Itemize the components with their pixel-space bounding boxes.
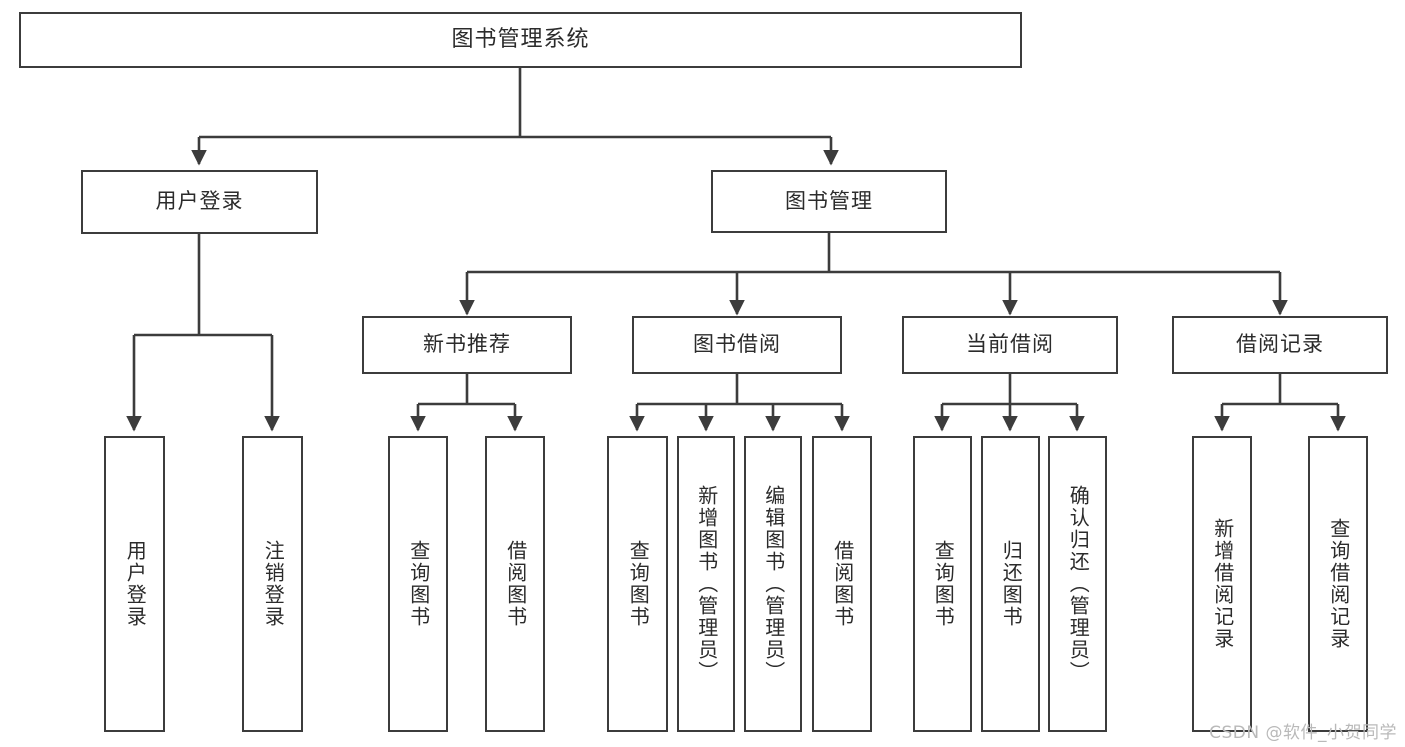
node-label: 新增图书（管理员） [694, 485, 719, 683]
leaf-borrow-record-add[interactable]: 新增借阅记录 [1192, 436, 1252, 732]
node-label: 注销登录 [261, 540, 286, 628]
leaf-book-borrow-query[interactable]: 查询图书 [607, 436, 668, 732]
node-root-system[interactable]: 图书管理系统 [19, 12, 1022, 68]
node-label: 图书借阅 [693, 332, 781, 357]
node-label: 当前借阅 [966, 332, 1054, 357]
node-book-borrow[interactable]: 图书借阅 [632, 316, 842, 374]
leaf-book-borrow-edit[interactable]: 编辑图书（管理员） [744, 436, 802, 732]
leaf-current-borrow-confirm-return[interactable]: 确认归还（管理员） [1048, 436, 1107, 732]
node-label: 借阅图书 [830, 540, 855, 628]
node-label: 编辑图书（管理员） [761, 485, 786, 683]
node-label: 归还图书 [999, 540, 1024, 628]
leaf-user-login-login[interactable]: 用户登录 [104, 436, 165, 732]
node-label: 借阅记录 [1236, 332, 1324, 357]
node-label: 确认归还（管理员） [1066, 485, 1091, 683]
leaf-new-book-borrow[interactable]: 借阅图书 [485, 436, 545, 732]
leaf-current-borrow-return[interactable]: 归还图书 [981, 436, 1040, 732]
node-borrow-record[interactable]: 借阅记录 [1172, 316, 1388, 374]
node-book-management[interactable]: 图书管理 [711, 170, 947, 233]
node-current-borrow[interactable]: 当前借阅 [902, 316, 1118, 374]
leaf-book-borrow-add[interactable]: 新增图书（管理员） [677, 436, 735, 732]
node-label: 图书管理系统 [451, 26, 590, 52]
node-user-login[interactable]: 用户登录 [81, 170, 318, 234]
leaf-borrow-record-query[interactable]: 查询借阅记录 [1308, 436, 1368, 732]
node-label: 新增借阅记录 [1210, 518, 1235, 650]
leaf-current-borrow-query[interactable]: 查询图书 [913, 436, 972, 732]
leaf-book-borrow-borrow[interactable]: 借阅图书 [812, 436, 872, 732]
node-label: 用户登录 [155, 189, 244, 214]
node-label: 图书管理 [785, 188, 873, 213]
node-label: 查询图书 [626, 540, 651, 628]
node-label: 查询借阅记录 [1326, 518, 1351, 650]
node-label: 查询图书 [931, 540, 956, 628]
leaf-new-book-query[interactable]: 查询图书 [388, 436, 448, 732]
node-new-book-recommend[interactable]: 新书推荐 [362, 316, 572, 374]
node-label: 新书推荐 [423, 332, 511, 357]
node-label: 查询图书 [406, 540, 431, 628]
node-label: 用户登录 [123, 540, 148, 628]
node-label: 借阅图书 [503, 540, 528, 628]
leaf-user-login-logout[interactable]: 注销登录 [242, 436, 303, 732]
